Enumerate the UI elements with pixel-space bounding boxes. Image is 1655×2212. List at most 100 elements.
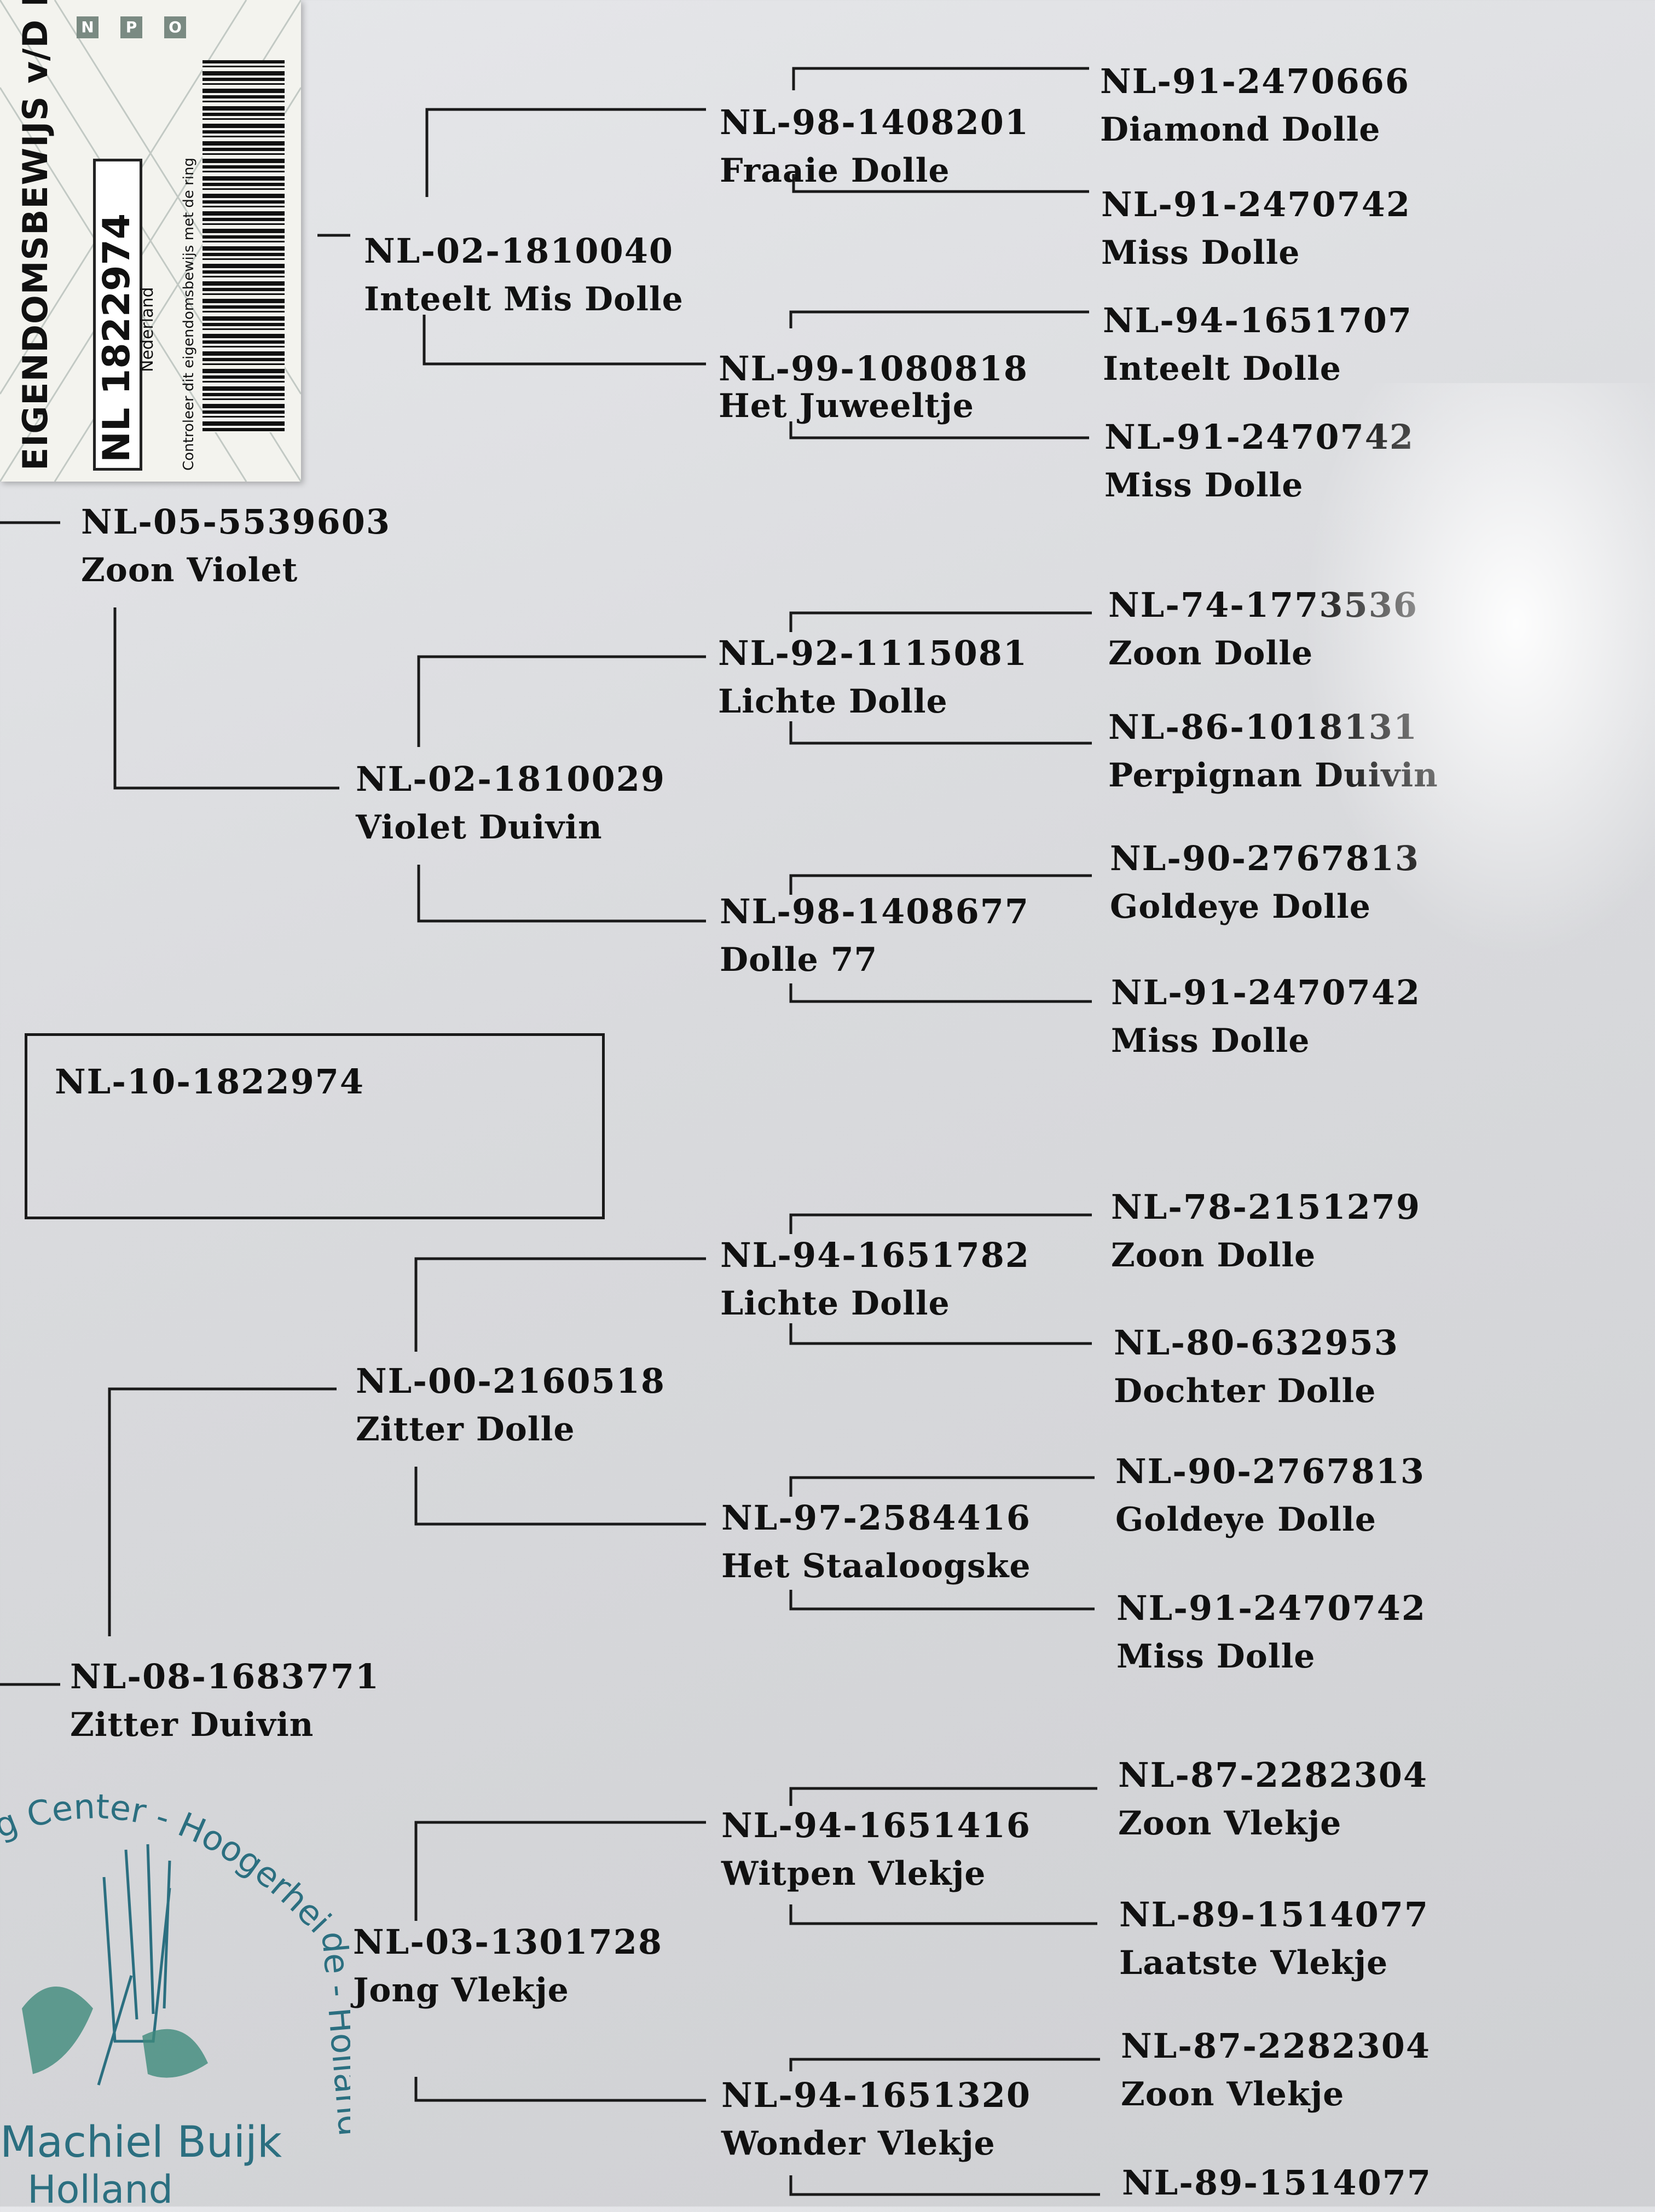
pedigree-g4-15: NL-89-1514077: [1122, 2159, 1432, 2207]
pedigree-g3-0: NL-98-1408201 Fraaie Dolle: [720, 99, 1029, 195]
stamp-country: Holland: [27, 2167, 173, 2212]
pedigree-g4-10: NL-90-2767813 Goldeye Dolle: [1115, 1447, 1425, 1544]
ring-number: NL-97-2584416: [721, 1498, 1031, 1538]
ring-number: NL-91-2470742: [1101, 184, 1411, 224]
pigeon-name: Goldeye Dolle: [1110, 888, 1371, 926]
ring-number: NL-94-1651320: [721, 2075, 1031, 2115]
pedigree-g3-2: NL-92-1115081 Lichte Dolle: [718, 629, 1028, 726]
pigeon-name: Dochter Dolle: [1114, 1372, 1376, 1410]
pigeon-name: Miss Dolle: [1116, 1637, 1316, 1676]
pedigree-g4-14: NL-87-2282304 Zoon Vlekje: [1121, 2022, 1431, 2118]
line-g3-0: [792, 67, 1089, 193]
line-sd-up: [417, 655, 706, 747]
line-g3-3: [789, 874, 1092, 1003]
subject-ring-number: NL-10-1822974: [55, 1062, 364, 1102]
pedigree-g3-4: NL-94-1651782 Lichte Dolle: [720, 1231, 1030, 1328]
pigeon-name: Het Juweeltje: [719, 387, 974, 425]
pigeon-name: Witpen Vlekje: [721, 1855, 986, 1893]
pigeon-name: Jong Vlekje: [353, 1971, 569, 2010]
pedigree-g4-3: NL-91-2470742 Miss Dolle: [1104, 413, 1414, 509]
pigeon-name: Zoon Dolle: [1108, 634, 1313, 673]
card-legend-o: O: [164, 16, 186, 38]
pedigree-dam-sire: NL-00-2160518 Zitter Dolle: [356, 1357, 666, 1454]
pigeon-name: Miss Dolle: [1104, 466, 1304, 505]
pigeon-name: Inteelt Mis Dolle: [364, 280, 684, 319]
ring-number: NL-02-1810029: [356, 759, 666, 799]
pedigree-g3-6: NL-94-1651416 Witpen Vlekje: [721, 1802, 1031, 1898]
pedigree-sire-dam: NL-02-1810029 Violet Duivin: [356, 755, 666, 852]
ring-number: NL-90-2767813: [1110, 838, 1420, 878]
ring-number: NL-89-1514077: [1119, 1895, 1429, 1935]
line-dam-up: [108, 1387, 337, 1636]
pigeon-name: Het Staaloogske: [721, 1547, 1031, 1585]
pedigree-sire-sire: NL-02-1810040 Inteelt Mis Dolle: [364, 227, 684, 323]
card-check-text: Controleer dit eigendomsbewijs met de ri…: [181, 157, 197, 471]
line-g3-2: [789, 611, 1092, 745]
line-dd-down: [414, 2077, 706, 2102]
pedigree-g4-2: NL-94-1651707 Inteelt Dolle: [1103, 297, 1413, 393]
pigeon-name: Fraaie Dolle: [720, 152, 950, 190]
pedigree-g3-3: NL-98-1408677 Dolle 77: [720, 888, 1029, 984]
line-sd-down: [417, 865, 706, 923]
subject-box: [25, 1033, 605, 1219]
ring-number: NL-89-1514077: [1122, 2163, 1432, 2203]
ring-number: NL-98-1408677: [720, 891, 1029, 931]
ring-number: NL-90-2767813: [1115, 1451, 1425, 1491]
line-g3-1: [789, 310, 1089, 439]
ring-number: NL-91-2470742: [1111, 972, 1421, 1012]
line-g3-4: [789, 1213, 1092, 1345]
ring-number: NL-74-1773536: [1108, 585, 1418, 625]
pedigree-sire: NL-05-5539603 Zoon Violet: [81, 498, 391, 594]
pedigree-dam-dam: NL-03-1301728 Jong Vlekje: [353, 1918, 663, 2014]
ring-number: NL-91-2470742: [1104, 417, 1414, 457]
pedigree-dam: NL-08-1683771 Zitter Duivin: [70, 1653, 380, 1749]
pedigree-g4-4: NL-74-1773536 Zoon Dolle: [1108, 581, 1418, 678]
pedigree-g4-12: NL-87-2282304 Zoon Vlekje: [1118, 1751, 1428, 1848]
stamp-breeder-name: Machiel Buijk: [0, 2118, 282, 2167]
pedigree-g4-0: NL-91-2470666 Diamond Dolle: [1100, 57, 1410, 154]
pigeon-name: Zitter Duivin: [70, 1706, 314, 1744]
line-dd-up: [414, 1821, 706, 1921]
line-g3-5: [789, 1476, 1095, 1611]
card-country: Nederland: [138, 287, 157, 372]
ring-number: NL-08-1683771: [70, 1657, 380, 1696]
pedigree-g4-8: NL-78-2151279 Zoon Dolle: [1111, 1183, 1421, 1279]
ring-number: NL-99-1080818: [719, 349, 1028, 389]
hand-icon: [97, 1844, 171, 2086]
line-g3-7: [789, 2058, 1100, 2196]
pigeon-name: Inteelt Dolle: [1103, 350, 1341, 388]
ring-number: NL-91-2470742: [1116, 1588, 1426, 1628]
line-ss-up: [425, 108, 706, 197]
eagle-icon: [22, 1987, 208, 2078]
pigeon-name: Wonder Vlekje: [721, 2124, 996, 2163]
pigeon-name: Lichte Dolle: [718, 682, 948, 721]
pedigree-g4-5: NL-86-1018131 Perpignan Duivin: [1108, 703, 1438, 800]
barcode: [202, 60, 285, 432]
ring-number: NL-94-1651707: [1103, 300, 1413, 340]
card-ring-number: NL 1822974: [95, 213, 138, 462]
card-legend-n: N: [77, 16, 99, 38]
pigeon-name: Perpignan Duivin: [1108, 756, 1438, 795]
pigeon-name: Dolle 77: [720, 941, 878, 979]
ring-number: NL-03-1301728: [353, 1922, 663, 1962]
pigeon-name: Zitter Dolle: [356, 1410, 575, 1449]
ring-number: NL-78-2151279: [1111, 1187, 1421, 1227]
ring-number: NL-87-2282304: [1118, 1755, 1428, 1795]
pigeon-name: Zoon Vlekje: [1118, 1804, 1342, 1843]
ring-number: NL-05-5539603: [81, 502, 391, 542]
line-ds-up: [414, 1257, 706, 1352]
card-title: EIGENDOMSBEWIJS v/D RING: [15, 0, 55, 471]
line-sire-to-sd: [113, 607, 339, 790]
stamp-ring-text: g Center - Hoogerheide - Holland: [0, 1786, 350, 2138]
pedigree-g3-1: NL-99-1080818 Het Juweeltje: [719, 345, 1028, 430]
ring-number: NL-94-1651416: [721, 1805, 1031, 1845]
line-g3-6: [789, 1787, 1097, 1925]
pedigree-g4-13: NL-89-1514077 Laatste Vlekje: [1119, 1891, 1429, 1987]
breeder-stamp: g Center - Hoogerheide - Holland: [0, 1786, 350, 2138]
line-ds-down: [414, 1467, 706, 1526]
pigeon-name: Lichte Dolle: [720, 1284, 950, 1323]
ring-number: NL-94-1651782: [720, 1235, 1030, 1275]
pedigree-g4-7: NL-91-2470742 Miss Dolle: [1111, 969, 1421, 1065]
